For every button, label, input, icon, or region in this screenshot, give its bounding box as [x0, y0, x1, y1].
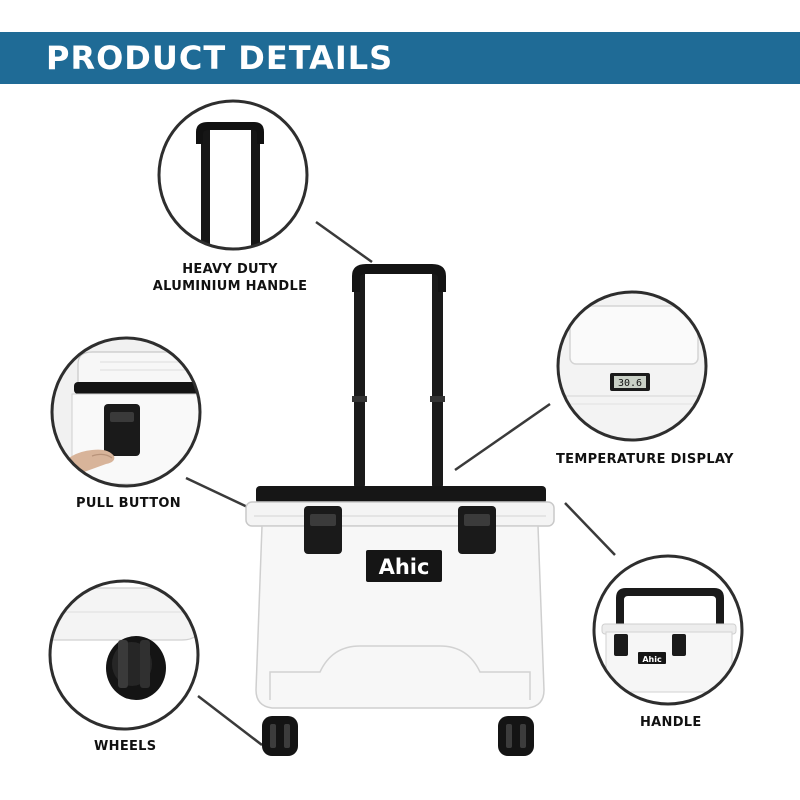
header-banner: PRODUCT DETAILS — [0, 32, 800, 84]
callout-line-wheels — [197, 695, 263, 746]
latch-icon — [304, 506, 496, 554]
callout-line-trolley — [315, 220, 373, 264]
label-heavy-duty-line2: ALUMINIUM HANDLE — [152, 279, 308, 294]
trolley-handle-icon — [352, 264, 446, 488]
mini-brand-logo-text: Ahic — [642, 655, 662, 664]
callout-line-display — [454, 402, 551, 472]
callout-line-handle — [564, 502, 616, 556]
label-heavy-duty-aluminium-handle: HEAVY DUTY ALUMINIUM HANDLE — [150, 261, 310, 295]
banner-title: PRODUCT DETAILS — [46, 39, 394, 77]
label-pull-button: PULL BUTTON — [76, 496, 181, 511]
detail-circle-temperature-display: 30.6 — [556, 290, 708, 442]
detail-circle-pull-button — [50, 336, 202, 488]
label-temperature-display: TEMPERATURE DISPLAY — [556, 452, 734, 467]
label-wheels: WHEELS — [94, 739, 157, 754]
main-cooler: Ahic — [245, 264, 555, 756]
detail-circle-carry-handle: Ahic — [592, 554, 744, 706]
label-handle: HANDLE — [640, 715, 702, 730]
wheel-icon — [262, 716, 534, 756]
detail-circle-trolley-handle — [157, 99, 309, 251]
brand-logo — [366, 550, 442, 582]
label-heavy-duty-line1: HEAVY DUTY — [182, 262, 278, 277]
brand-logo-text: Ahic — [379, 555, 430, 579]
detail-circle-wheels — [48, 579, 200, 731]
lcd-reading: 30.6 — [618, 378, 642, 389]
